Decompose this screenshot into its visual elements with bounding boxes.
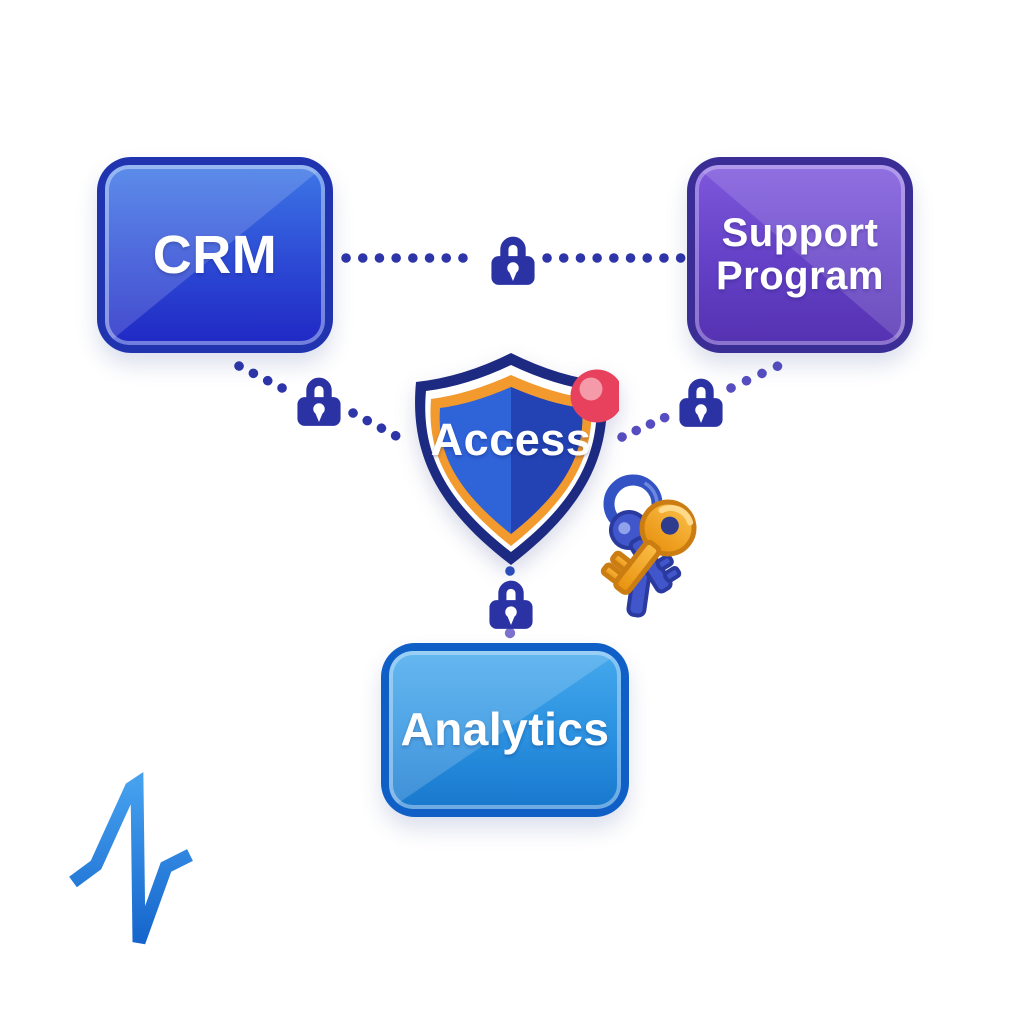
- analytics-label: Analytics: [400, 703, 610, 756]
- node-support-program: Support Program: [687, 157, 913, 353]
- crm-label: CRM: [152, 224, 278, 285]
- support-program-label: Support Program: [716, 210, 884, 298]
- lock-icon-support-access: [678, 372, 724, 428]
- crm-box-surface: [105, 165, 325, 345]
- lock-icon-crm-support: [490, 230, 536, 286]
- access-label: Access: [430, 414, 592, 465]
- support-program-box-surface: [695, 165, 905, 345]
- lock-icon-crm-access: [296, 371, 342, 427]
- node-crm: CRM: [97, 157, 333, 353]
- node-analytics: Analytics: [381, 643, 629, 817]
- shield-icon: [415, 353, 624, 565]
- pulse-logo: [60, 770, 210, 960]
- node-access-shield: [403, 350, 624, 568]
- keys-icon: [585, 468, 750, 623]
- notification-badge: [570, 369, 624, 423]
- lock-icon-access-analytics: [488, 574, 534, 630]
- analytics-box-surface: [389, 651, 621, 809]
